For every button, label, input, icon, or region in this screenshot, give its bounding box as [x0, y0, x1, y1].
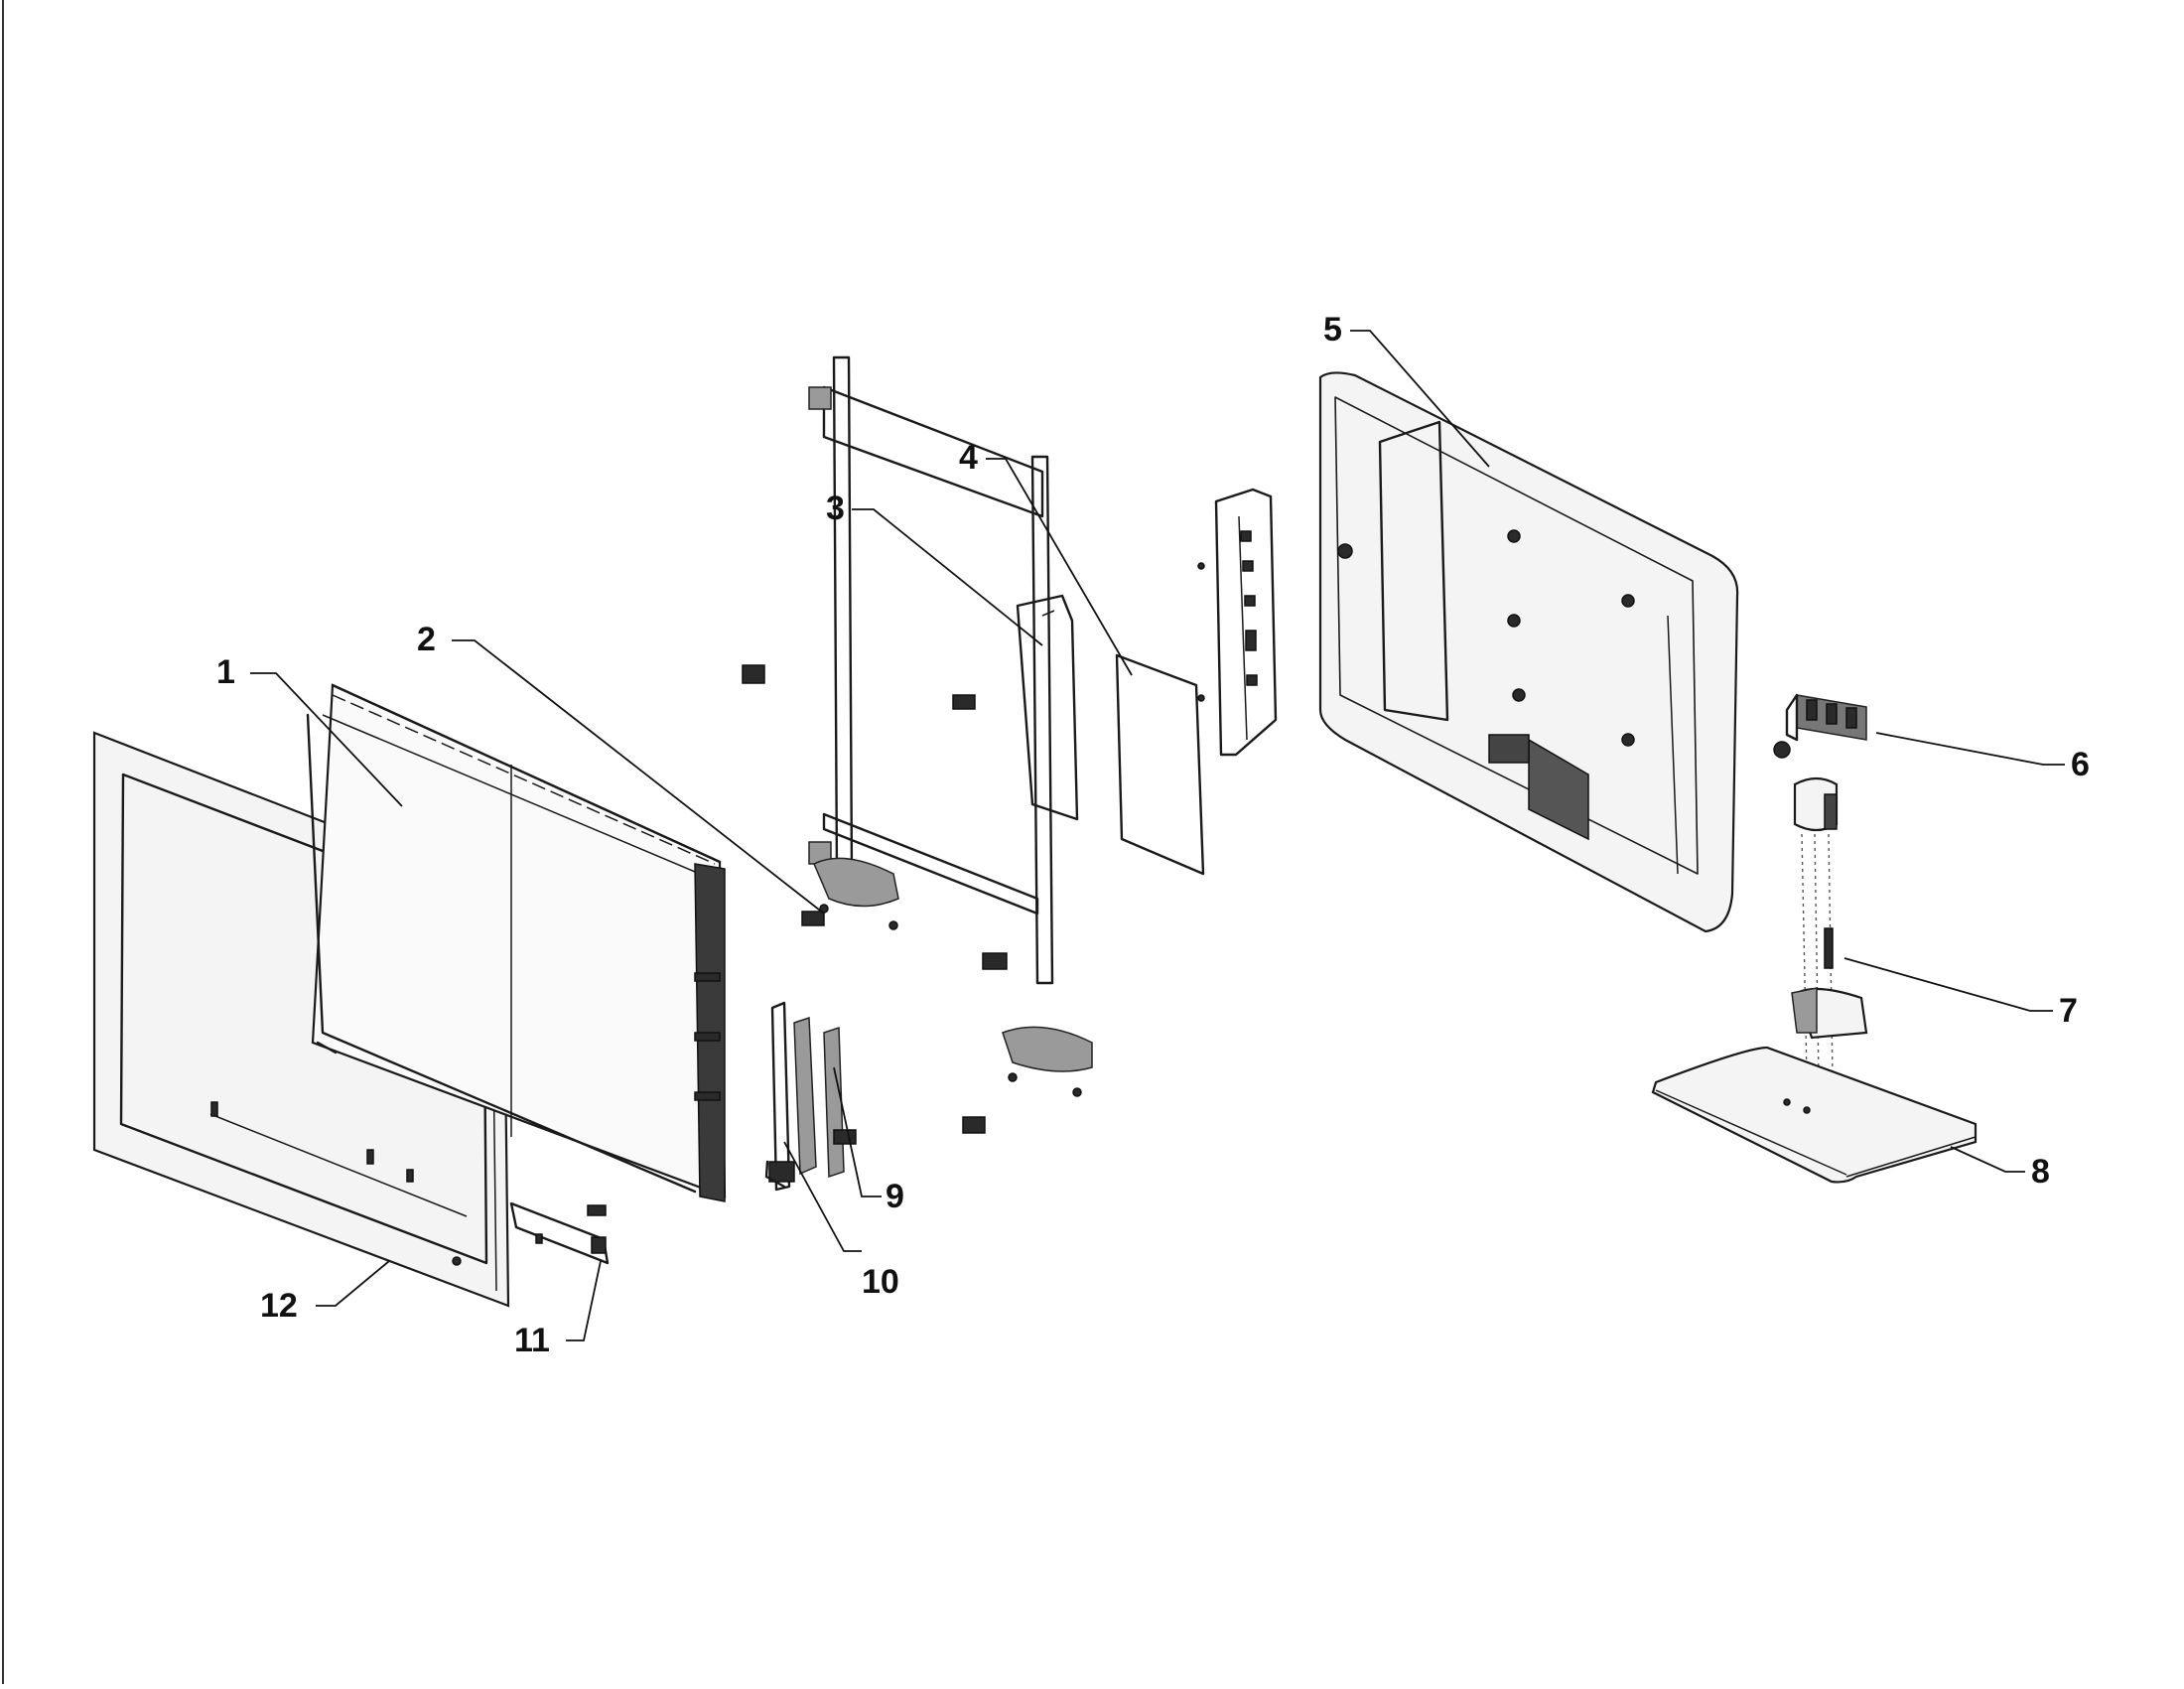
- callout-7: 7: [2059, 992, 2078, 1030]
- part-bottom-bracket: [509, 1201, 610, 1265]
- callout-8: 8: [2031, 1153, 2050, 1191]
- leader-12: [316, 1260, 390, 1307]
- leader-11: [566, 1260, 602, 1341]
- leader-3: [852, 508, 1043, 646]
- leader-8: [1950, 1146, 2025, 1173]
- part-stand-neck-cover: [1773, 693, 1867, 759]
- leader-lines: [250, 330, 2065, 1341]
- leader-6: [1875, 732, 2065, 766]
- callout-4: 4: [959, 439, 978, 477]
- part-speaker-brackets: [764, 1001, 857, 1192]
- callout-9: 9: [886, 1178, 904, 1215]
- leader-1: [250, 672, 403, 807]
- callout-5: 5: [1323, 311, 1342, 349]
- leader-9: [833, 1066, 882, 1197]
- part-power-board: [1115, 653, 1205, 876]
- leader-5: [1350, 330, 1490, 468]
- part-lcd-panel: [306, 683, 727, 1202]
- leader-10: [783, 1141, 862, 1252]
- part-main-board: [1016, 594, 1079, 821]
- callout-3: 3: [826, 490, 845, 527]
- part-io-board: [1197, 488, 1278, 757]
- callout-10: 10: [862, 1263, 899, 1301]
- callout-labels: 1 2 3 4 5 6 7 8 9 10 11 12: [216, 311, 2090, 1359]
- part-stand-column: [1791, 776, 1868, 1078]
- leader-4: [986, 458, 1133, 676]
- callout-12: 12: [260, 1287, 298, 1325]
- part-stand-base: [1651, 1046, 1978, 1184]
- leader-2: [452, 639, 825, 915]
- part-chassis-frame: [742, 355, 1054, 1134]
- leader-7: [1843, 957, 2053, 1012]
- part-stand-bracket: [813, 857, 1093, 1097]
- callout-6: 6: [2071, 746, 2090, 783]
- callout-1: 1: [216, 653, 235, 691]
- callout-11: 11: [514, 1322, 550, 1359]
- part-back-cover: [1318, 371, 1739, 933]
- callout-2: 2: [417, 621, 436, 658]
